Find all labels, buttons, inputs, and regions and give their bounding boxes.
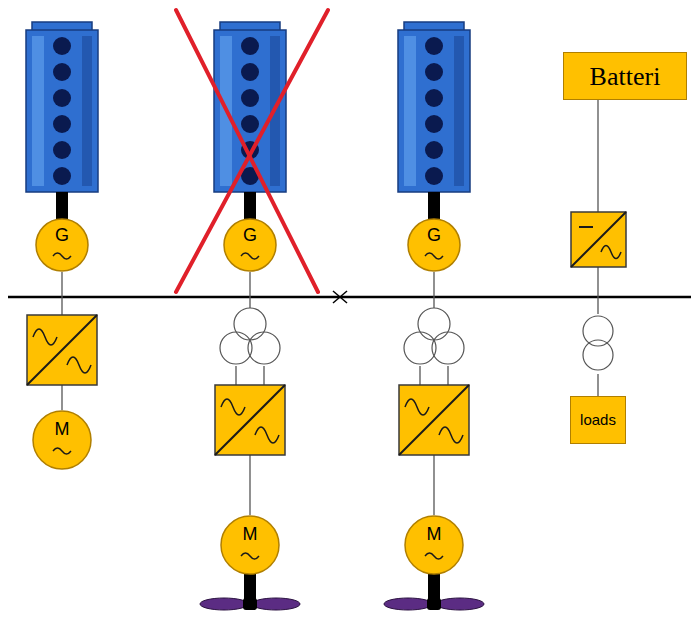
machine-circle: M [404,515,464,575]
ac-symbol [425,253,443,259]
propeller [384,574,484,610]
machine-circle: G [223,218,277,272]
diesel-engine [214,22,286,220]
machine-circle: M [220,515,280,575]
label-box: loads [570,396,626,444]
machine-letter: G [427,224,441,246]
ac-symbol [425,553,443,559]
machine-circle: M [32,410,92,470]
machine-circle: G [407,218,461,272]
diesel-engine [398,22,470,220]
wire [62,100,598,515]
propeller [200,574,300,610]
three-winding-transformer [220,308,280,364]
frequency-converter [215,385,285,455]
machine-letter: M [243,523,258,545]
machine-letter: M [427,523,442,545]
three-winding-transformer [404,308,464,364]
machine-circle: G [35,218,89,272]
ac-symbol [53,448,71,454]
box-label: loads [580,411,616,429]
frequency-converter [399,385,469,455]
machine-letter: M [55,418,70,440]
ac-symbol [53,253,71,259]
inverter [571,212,626,267]
label-box: Batteri [563,52,687,100]
transformer [583,316,613,370]
ac-symbol [241,553,259,559]
box-label: Batteri [590,61,661,92]
machine-letter: G [243,224,257,246]
ac-symbol [241,253,259,259]
diesel-engine [26,22,98,220]
machine-letter: G [55,224,69,246]
frequency-converter [27,315,97,385]
busbar [8,291,691,303]
